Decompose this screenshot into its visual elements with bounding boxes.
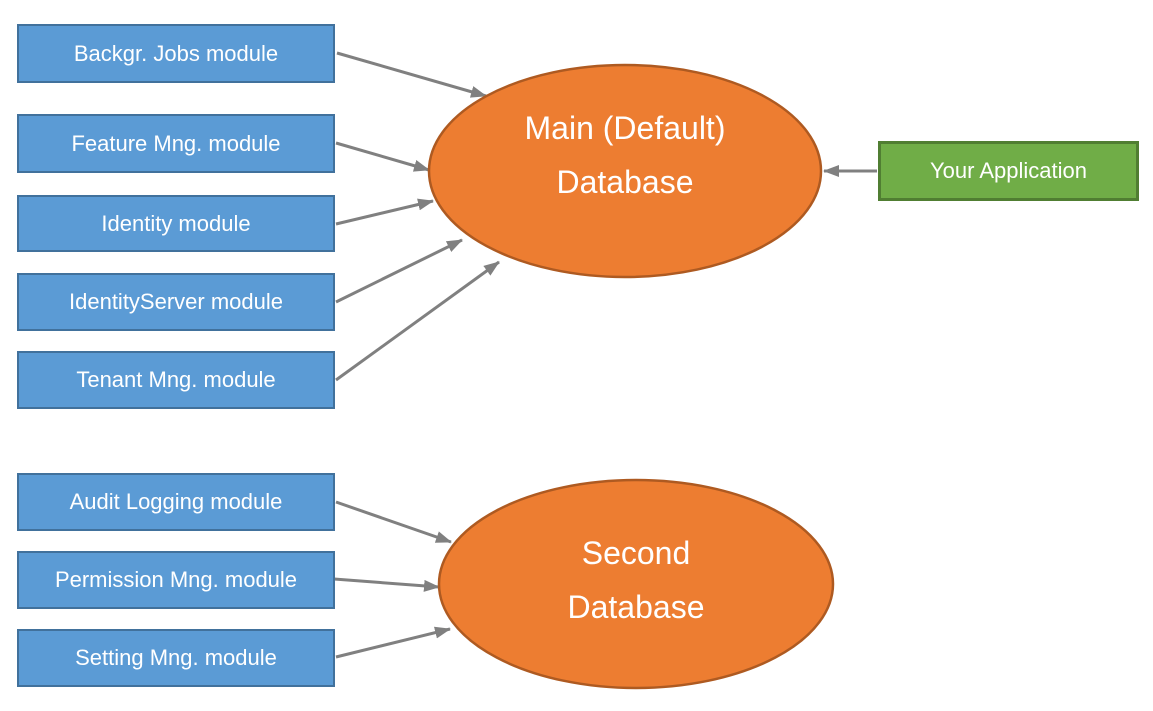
module-label: Backgr. Jobs module [73,40,279,66]
module-label: Audit Logging module [69,489,283,514]
main-database-ellipse [427,63,823,279]
module-label: IdentityServer module [69,289,283,314]
module-box-audit-logging: Audit Logging module [17,473,335,531]
module-label: Permission Mng. module [54,567,298,592]
module-box-backgr-jobs: Backgr. Jobs module [17,24,335,83]
second-database-ellipse [437,478,835,690]
edge-identityserver-to-main-db [335,238,463,304]
module-label: Setting Mng. module [75,645,277,670]
edge-setting-mng-to-second-db [335,626,451,659]
edge-permission-mng-to-second-db [333,577,440,592]
edge-backgr-jobs-to-main-db [336,51,487,98]
module-box-identityserver: IdentityServer module [17,273,335,331]
your-application-label: Your Application [930,158,1087,183]
your-application-box: Your Application [878,141,1139,201]
module-label: Tenant Mng. module [76,367,276,392]
module-box-feature-mng: Feature Mng. module [17,114,335,173]
edge-audit-logging-to-second-db [335,500,452,544]
module-label: Identity module [101,210,251,236]
module-box-setting-mng: Setting Mng. module [17,629,335,687]
module-box-identity: Identity module [17,195,335,252]
module-label: Feature Mng. module [71,130,281,156]
edge-feature-mng-to-main-db [335,141,430,172]
module-box-permission-mng: Permission Mng. module [17,551,335,609]
module-box-tenant-mng: Tenant Mng. module [17,351,335,409]
edge-tenant-mng-to-main-db [335,260,500,382]
edge-identity-to-main-db [335,198,434,226]
